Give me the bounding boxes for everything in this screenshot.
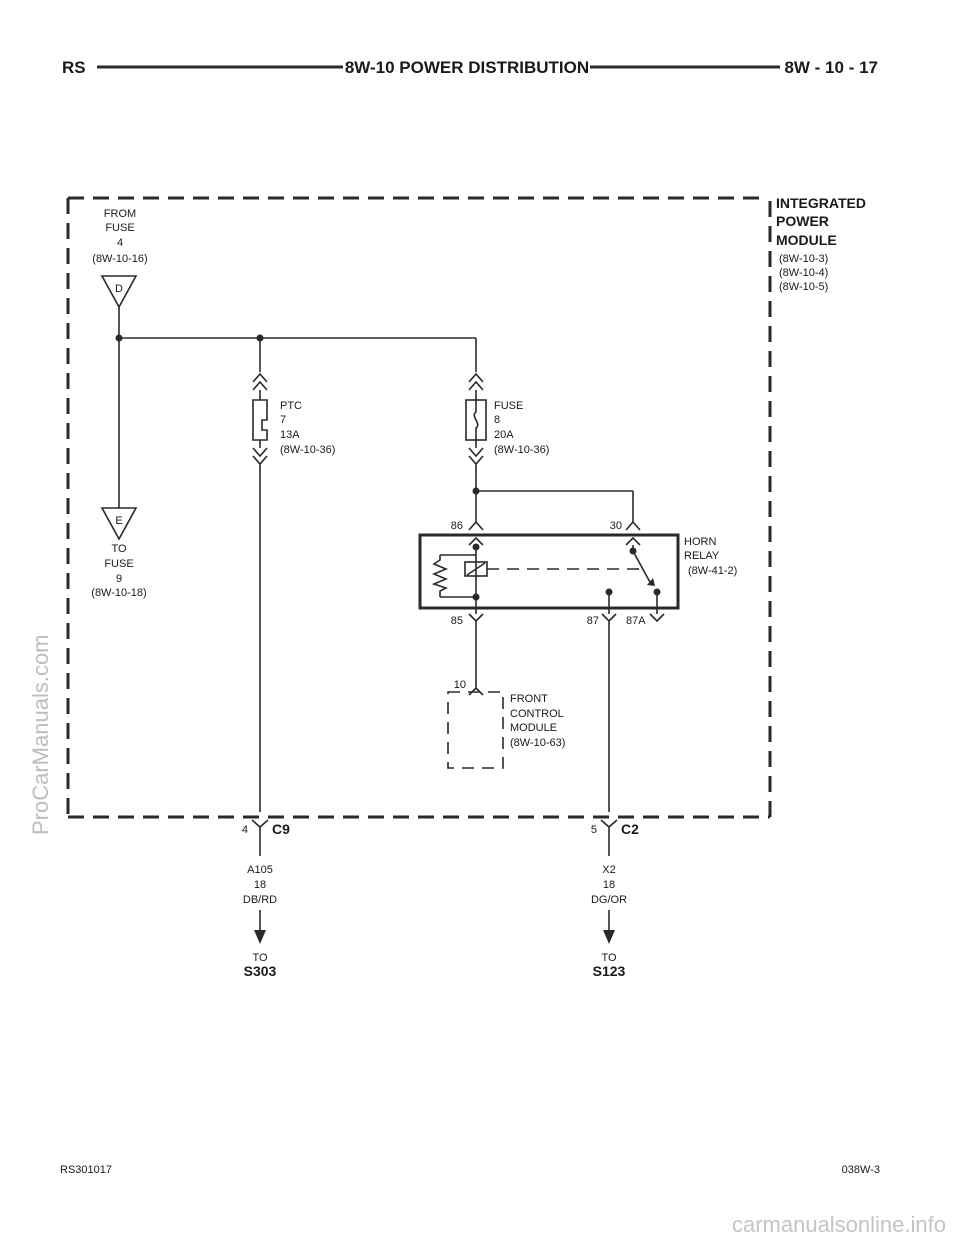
header-left: RS bbox=[62, 58, 86, 77]
right-wire-circuit: X2 bbox=[602, 864, 615, 876]
relay-label-2: RELAY bbox=[684, 550, 720, 562]
front-control-module-outline bbox=[447, 691, 504, 769]
fuse-label-3: 20A bbox=[494, 429, 514, 441]
from-fuse-label-3: 4 bbox=[117, 237, 123, 249]
fcm-label-3: MODULE bbox=[510, 722, 557, 734]
connector-c2-icon bbox=[600, 819, 618, 829]
arrow-down-icon bbox=[603, 930, 615, 944]
left-wire-circuit: A105 bbox=[247, 864, 273, 876]
horn-relay-box bbox=[418, 533, 680, 610]
ptc-label-2: 7 bbox=[280, 414, 286, 426]
splice-dot bbox=[115, 334, 123, 342]
fuse-label-2: 8 bbox=[494, 414, 500, 426]
left-destination: S303 bbox=[244, 963, 277, 979]
relay-pin-30: 30 bbox=[610, 520, 622, 532]
right-wire-gauge: 18 bbox=[603, 879, 615, 891]
connector-c9-icon bbox=[251, 819, 269, 829]
horn-relay bbox=[418, 520, 680, 623]
to-fuse-label-2: FUSE bbox=[104, 558, 133, 570]
to-connector-triangle-icon bbox=[100, 507, 138, 541]
fcm-label-4: (8W-10-63) bbox=[510, 737, 565, 749]
module-ref-2: (8W-10-4) bbox=[779, 267, 828, 279]
fcm-pin: 10 bbox=[454, 679, 466, 691]
splice-dot bbox=[472, 487, 480, 495]
to-fuse-label-4: (8W-10-18) bbox=[91, 587, 146, 599]
right-destination: S123 bbox=[593, 963, 626, 979]
right-wire-color: DG/OR bbox=[591, 894, 627, 906]
resistor-icon bbox=[431, 555, 449, 597]
from-fuse-label-2: FUSE bbox=[105, 222, 134, 234]
fuse-label-1: FUSE bbox=[494, 400, 523, 412]
ptc-label-3: 13A bbox=[280, 429, 300, 441]
right-to-label: TO bbox=[601, 952, 617, 964]
relay-pin-85: 85 bbox=[451, 615, 463, 627]
left-to-label: TO bbox=[252, 952, 268, 964]
header-title: 8W-10 POWER DISTRIBUTION bbox=[345, 58, 589, 77]
to-connector-letter: E bbox=[115, 515, 122, 527]
splice-dot bbox=[256, 334, 264, 342]
to-fuse-label-1: TO bbox=[111, 543, 127, 555]
switch-arrow-icon bbox=[647, 578, 655, 586]
header-page-number: 8W - 10 - 17 bbox=[784, 58, 878, 77]
from-connector-letter: D bbox=[115, 283, 123, 295]
from-connector-triangle-icon bbox=[100, 275, 138, 309]
module-ref-1: (8W-10-3) bbox=[779, 253, 828, 265]
fuse-8 bbox=[465, 372, 487, 466]
left-wire-color: DB/RD bbox=[243, 894, 277, 906]
module-name-line1: INTEGRATED bbox=[776, 195, 866, 211]
c9-pin: 4 bbox=[242, 824, 248, 836]
relay-label-1: HORN bbox=[684, 536, 716, 548]
from-fuse-label-4: (8W-10-16) bbox=[92, 253, 147, 265]
c9-connector-label: C9 bbox=[272, 821, 290, 837]
module-name-line3: MODULE bbox=[776, 232, 837, 248]
c2-connector-label: C2 bbox=[621, 821, 639, 837]
bottom-watermark: carmanualsonline.info bbox=[732, 1212, 946, 1237]
ptc-7-breaker bbox=[252, 372, 268, 466]
relay-pin-87: 87 bbox=[587, 615, 599, 627]
ptc-label-1: PTC bbox=[280, 400, 302, 412]
relay-pin-87a: 87A bbox=[626, 615, 646, 627]
footer-left: RS301017 bbox=[60, 1164, 112, 1176]
c2-pin: 5 bbox=[591, 824, 597, 836]
from-fuse-label-1: FROM bbox=[104, 208, 136, 220]
side-watermark: ProCarManuals.com bbox=[28, 634, 53, 835]
relay-pin-86: 86 bbox=[451, 520, 463, 532]
module-name-line2: POWER bbox=[776, 213, 829, 229]
arrow-down-icon bbox=[254, 930, 266, 944]
footer-right: 038W-3 bbox=[842, 1164, 880, 1176]
relay-label-3: (8W-41-2) bbox=[688, 565, 737, 577]
fuse-label-4: (8W-10-36) bbox=[494, 444, 549, 456]
to-fuse-label-3: 9 bbox=[116, 573, 122, 585]
fcm-label-1: FRONT bbox=[510, 693, 548, 705]
ptc-breaker-icon bbox=[252, 399, 268, 441]
fcm-label-2: CONTROL bbox=[510, 708, 564, 720]
module-ref-3: (8W-10-5) bbox=[779, 281, 828, 293]
left-wire-gauge: 18 bbox=[254, 879, 266, 891]
integrated-power-module-boundary bbox=[66, 196, 772, 819]
ptc-label-4: (8W-10-36) bbox=[280, 444, 335, 456]
